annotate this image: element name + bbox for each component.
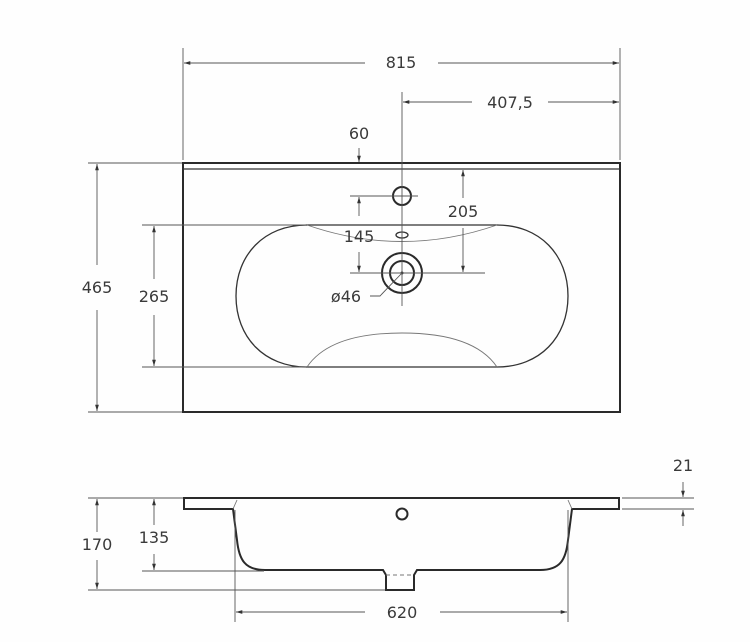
- dim-overall-height: 170: [82, 535, 113, 554]
- dim-bowl-height: 135: [139, 528, 170, 547]
- top-view: 815 407,5 465 265 60 145 205 ø46: [82, 48, 621, 413]
- dim-drain-diameter: ø46: [331, 287, 361, 306]
- dim-rim-thickness: 21: [673, 456, 693, 475]
- dim-bowl-width: 620: [387, 603, 418, 622]
- dim-overall-depth: 465: [82, 278, 113, 297]
- dim-half-width: 407,5: [487, 93, 533, 112]
- basin-profile: [183, 497, 620, 591]
- dim-tap-to-drain: 145: [344, 227, 375, 246]
- dim-bowl-depth: 265: [139, 287, 170, 306]
- overflow-hole-icon: [395, 507, 409, 521]
- dim-tap-offset: 60: [349, 124, 369, 143]
- basin-outline: [182, 162, 621, 413]
- dim-overall-width: 815: [386, 53, 417, 72]
- dim-edge-to-drain: 205: [448, 202, 479, 221]
- bowl-front-slope: [306, 332, 498, 368]
- side-view: 170 135 21 620: [82, 456, 694, 622]
